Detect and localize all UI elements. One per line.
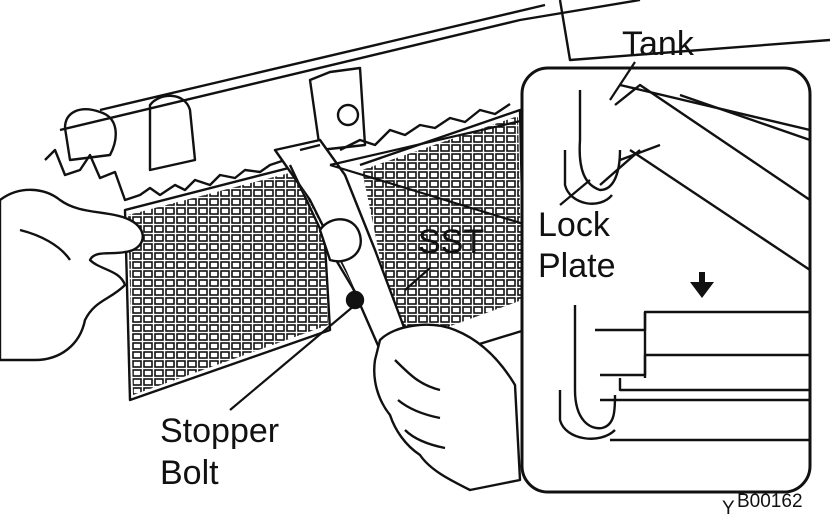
figure-code: B00162 xyxy=(737,491,803,512)
right-hand xyxy=(373,323,522,492)
tank-leader xyxy=(609,61,636,101)
radiator-core-fins xyxy=(128,116,522,395)
down-arrow-icon xyxy=(690,272,714,298)
lock-plate-label-line1: Lock xyxy=(538,206,611,244)
sst-label: SST xyxy=(418,223,484,261)
lock-plate-label-line2: Plate xyxy=(538,247,616,285)
stopper-bolt-leader xyxy=(229,304,356,411)
stopper-bolt-label-line1: Stopper xyxy=(160,412,279,450)
lock-plate-leader xyxy=(559,179,591,206)
figure-code-prefix: Y xyxy=(722,498,735,519)
stopper-bolt-label-line2: Bolt xyxy=(160,454,219,492)
detail-inset xyxy=(520,66,812,494)
sst-leader xyxy=(404,267,431,291)
left-hand xyxy=(0,188,144,362)
tank-label: Tank xyxy=(622,25,695,63)
